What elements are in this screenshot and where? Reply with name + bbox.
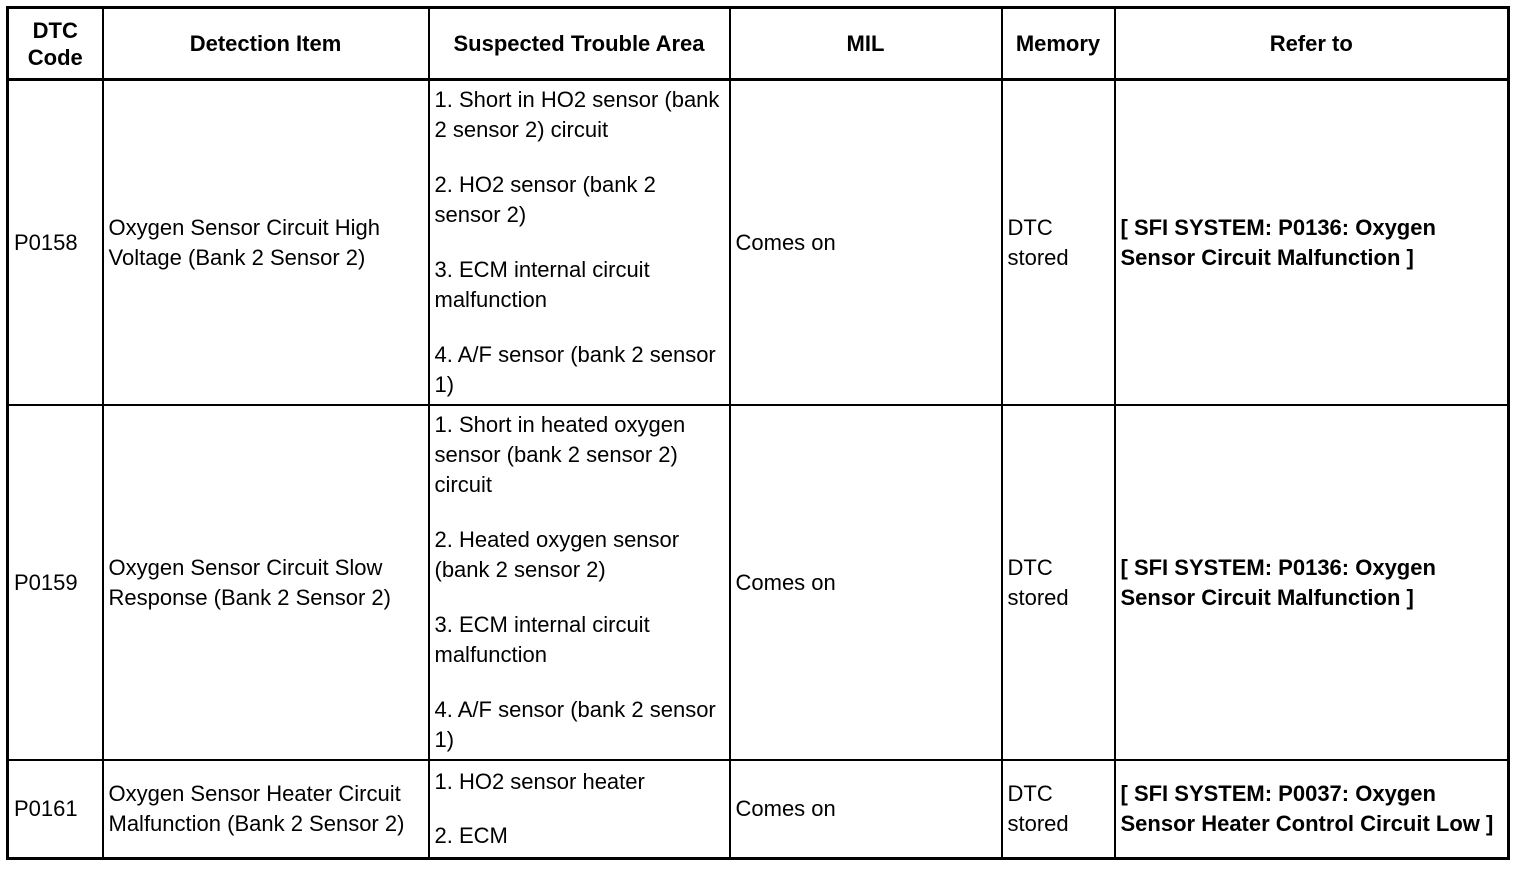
header-mil: MIL — [728, 6, 1003, 81]
mil-cell: Comes on — [728, 78, 1003, 406]
header-dtc-code-line2: Code — [27, 44, 83, 70]
trouble-area-item: 2. HO2 sensor (bank 2 sensor 2) — [434, 172, 656, 227]
trouble-area-item: 4. A/F sensor (bank 2 sensor 1) — [434, 697, 716, 752]
trouble-area-item: 1. Short in heated oxygen sensor (bank 2… — [434, 412, 686, 497]
table-row: P0161 Oxygen Sensor Heater Circuit Malfu… — [6, 759, 1510, 860]
header-memory: Memory — [1000, 6, 1116, 81]
dtc-code-cell: P0161 — [6, 759, 104, 860]
header-refer-to: Refer to — [1113, 6, 1510, 81]
header-dtc-code: DTC Code — [6, 6, 104, 81]
trouble-area-item: 2. ECM — [434, 823, 508, 848]
trouble-area-cell: 1. Short in HO2 sensor (bank 2 sensor 2)… — [427, 78, 731, 406]
dtc-code-cell: P0158 — [6, 78, 104, 406]
trouble-area-cell: 1. HO2 sensor heater 2. ECM — [427, 759, 731, 860]
memory-cell: DTC stored — [1000, 404, 1116, 761]
trouble-area-item: 3. ECM internal circuit malfunction — [434, 257, 650, 312]
detection-item-cell: Oxygen Sensor Circuit High Voltage (Bank… — [101, 78, 430, 406]
refer-to-link[interactable]: [ SFI SYSTEM: P0136: Oxygen Sensor Circu… — [1113, 404, 1510, 761]
detection-item-cell: Oxygen Sensor Circuit Slow Response (Ban… — [101, 404, 430, 761]
table-row: P0159 Oxygen Sensor Circuit Slow Respons… — [6, 404, 1510, 761]
trouble-area-item: 2. Heated oxygen sensor (bank 2 sensor 2… — [434, 527, 680, 582]
header-suspected-trouble-area: Suspected Trouble Area — [427, 6, 731, 81]
dtc-code-cell: P0159 — [6, 404, 104, 761]
trouble-area-cell: 1. Short in heated oxygen sensor (bank 2… — [427, 404, 731, 761]
mil-cell: Comes on — [728, 404, 1003, 761]
table-header-row: DTC Code Detection Item Suspected Troubl… — [6, 6, 1510, 81]
detection-item-cell: Oxygen Sensor Heater Circuit Malfunction… — [101, 759, 430, 860]
refer-to-link[interactable]: [ SFI SYSTEM: P0037: Oxygen Sensor Heate… — [1113, 759, 1510, 860]
header-dtc-code-line1: DTC — [32, 17, 78, 43]
trouble-area-item: 1. Short in HO2 sensor (bank 2 sensor 2)… — [434, 87, 720, 142]
trouble-area-item: 1. HO2 sensor heater — [434, 769, 645, 794]
trouble-area-item: 3. ECM internal circuit malfunction — [434, 612, 650, 667]
memory-cell: DTC stored — [1000, 78, 1116, 406]
table-row: P0158 Oxygen Sensor Circuit High Voltage… — [6, 78, 1510, 406]
refer-to-link[interactable]: [ SFI SYSTEM: P0136: Oxygen Sensor Circu… — [1113, 78, 1510, 406]
mil-cell: Comes on — [728, 759, 1003, 860]
header-detection-item: Detection Item — [101, 6, 430, 81]
dtc-table: DTC Code Detection Item Suspected Troubl… — [6, 6, 1510, 860]
trouble-area-item: 4. A/F sensor (bank 2 sensor 1) — [434, 342, 716, 397]
memory-cell: DTC stored — [1000, 759, 1116, 860]
